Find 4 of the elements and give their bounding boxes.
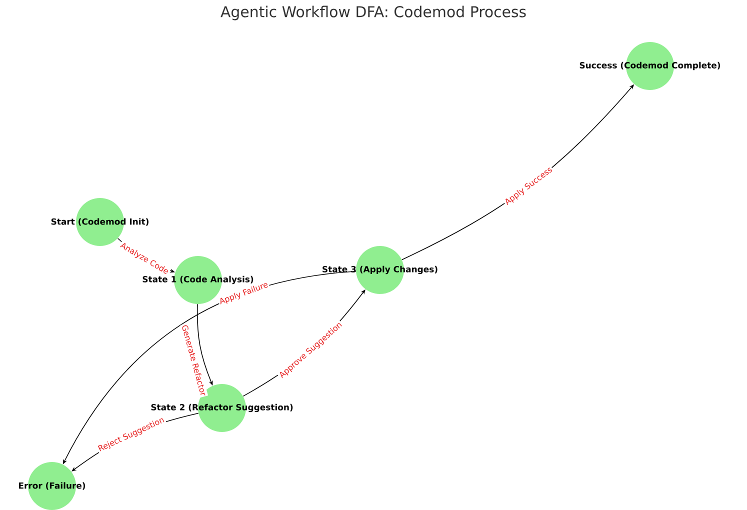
state-node: State 3 (Apply Changes) xyxy=(322,246,438,294)
state-node: Success (Codemod Complete) xyxy=(580,42,720,90)
title: Agentic Workflow DFA: Codemod Process xyxy=(220,6,526,20)
state-node: Error (Failure) xyxy=(19,462,86,510)
